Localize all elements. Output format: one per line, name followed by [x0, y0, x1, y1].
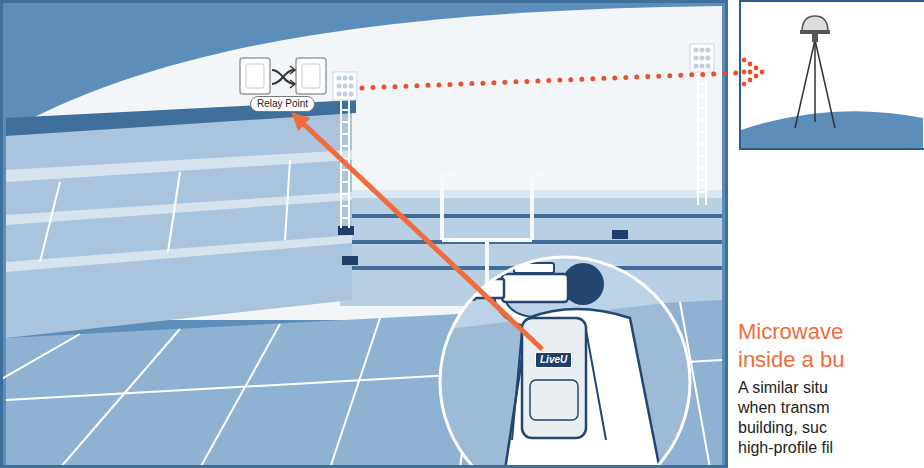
frame-border — [2, 2, 727, 467]
stand-sign — [612, 230, 628, 239]
node-text: LiveU — [540, 354, 567, 366]
stand-row — [340, 240, 722, 244]
section-heading: Microwave inside a bu — [738, 318, 888, 374]
stand-aisle — [168, 172, 180, 252]
node-text: Relay Point — [257, 98, 308, 110]
transmission-arrow — [294, 115, 542, 350]
light-tower — [333, 72, 357, 228]
backpack-logo: LiveU — [535, 352, 572, 368]
microwave-link — [362, 73, 738, 88]
body-text: A similar situ when transm building, suc… — [738, 378, 860, 458]
stand-aisle — [40, 182, 60, 262]
light-tower — [690, 44, 714, 205]
goal-flag — [442, 173, 454, 177]
stand-aisle — [285, 160, 290, 240]
stand-sign — [342, 256, 358, 265]
goal-flag — [532, 173, 544, 177]
left-stand — [6, 110, 352, 338]
relay-point-label: Relay Point — [250, 96, 315, 112]
stand-band — [6, 192, 352, 225]
receiver-panel — [740, 1, 924, 149]
stadium-scene — [0, 0, 728, 468]
stand-band — [6, 235, 352, 272]
relay-device — [240, 58, 326, 94]
link-arrowhead — [742, 58, 765, 87]
